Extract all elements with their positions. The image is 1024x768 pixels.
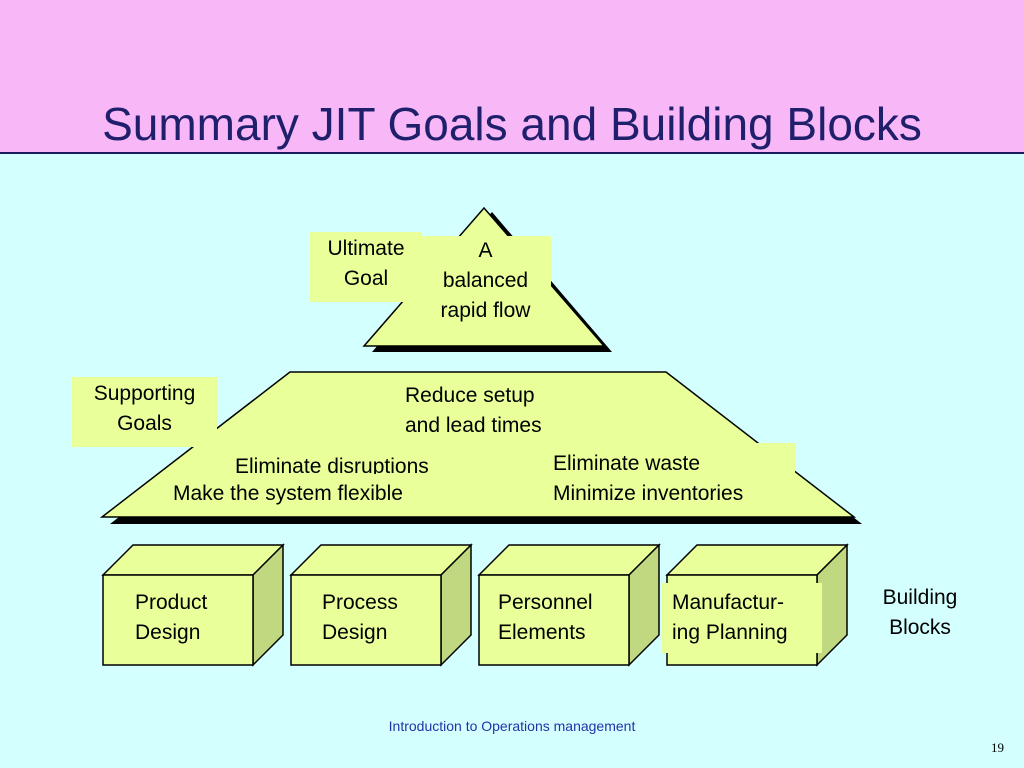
block-label-line2: Design bbox=[135, 621, 201, 644]
page-number: 19 bbox=[991, 740, 1004, 755]
block-product-design: Product Design bbox=[135, 588, 207, 648]
block-personnel-elements: Personnel Elements bbox=[498, 588, 593, 648]
goal-reduce-setup-line2: and lead times bbox=[405, 414, 542, 437]
supporting-goals-label-line1: Supporting bbox=[93, 382, 196, 405]
goal-eliminate-disruptions: Eliminate disruptions bbox=[235, 455, 429, 474]
ultimate-goal-label-line1: Ultimate bbox=[327, 237, 405, 260]
block-label-line1: Manufactur- bbox=[672, 591, 785, 614]
ultimate-goal-line2: balanced bbox=[442, 269, 529, 292]
goal-reduce-setup-line1: Reduce setup bbox=[405, 384, 535, 407]
header-rule bbox=[0, 152, 1024, 154]
building-block-cube bbox=[477, 543, 661, 667]
block-process-design: Process Design bbox=[322, 588, 398, 648]
block-label-line2: ing Planning bbox=[672, 621, 788, 644]
block-label-line1: Process bbox=[322, 591, 398, 614]
slide-footer: Introduction to Operations management bbox=[388, 718, 636, 734]
goal-reduce-setup: Reduce setup and lead times bbox=[405, 381, 542, 441]
block-label-line1: Product bbox=[135, 591, 208, 614]
ultimate-goal-line3: rapid flow bbox=[440, 299, 531, 322]
slide-title: Summary JIT Goals and Building Blocks bbox=[102, 98, 922, 150]
goal-minimize-inventories: Minimize inventories bbox=[553, 482, 744, 505]
building-block-cube bbox=[101, 543, 285, 667]
header-band bbox=[0, 0, 1024, 152]
supporting-goals-label: Supporting Goals bbox=[72, 377, 217, 447]
goal-waste-inventories: Eliminate waste Minimize inventories bbox=[545, 443, 795, 509]
goal-make-flexible: Make the system flexible bbox=[173, 482, 403, 505]
ultimate-goal-label-line2: Goal bbox=[343, 267, 389, 290]
ultimate-goal-text: A balanced rapid flow bbox=[420, 236, 551, 336]
ultimate-goal-line1: A bbox=[478, 239, 493, 262]
block-label-line2: Design bbox=[322, 621, 388, 644]
block-manufacturing-planning: Manufactur- ing Planning bbox=[662, 583, 822, 653]
block-label-line2: Elements bbox=[498, 621, 586, 644]
building-blocks-label-line2: Blocks bbox=[889, 616, 951, 639]
building-blocks-label: Building Blocks bbox=[862, 583, 978, 643]
supporting-goals-label-line2: Goals bbox=[117, 412, 172, 435]
building-block-cube bbox=[289, 543, 473, 667]
block-label-line1: Personnel bbox=[498, 591, 593, 614]
goal-eliminate-waste: Eliminate waste bbox=[553, 452, 701, 475]
ultimate-goal-label: Ultimate Goal bbox=[310, 232, 422, 302]
building-blocks-label-line1: Building bbox=[882, 586, 958, 609]
